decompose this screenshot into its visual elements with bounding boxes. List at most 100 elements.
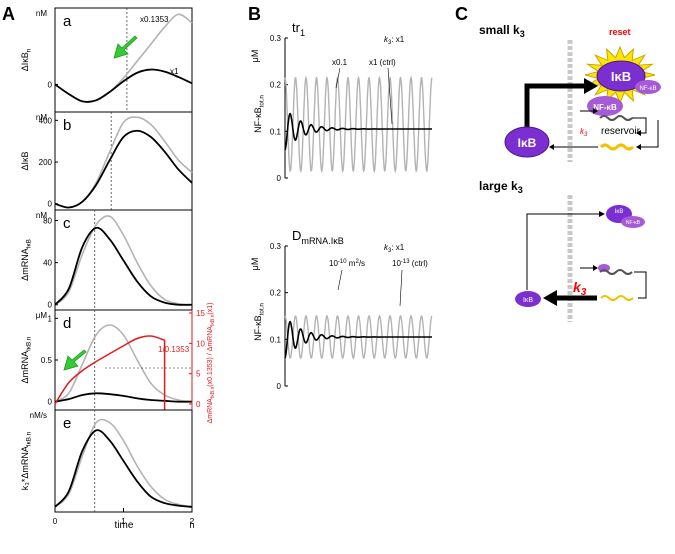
subplot-letter: b <box>63 117 71 134</box>
x-tick-label: 2 <box>190 517 195 526</box>
arrow-line <box>638 283 647 299</box>
series-line-x1 <box>54 392 193 403</box>
import-arrowhead <box>584 78 598 94</box>
annotation-ctrl: x1 <box>170 67 179 76</box>
y-tick-label: 0 <box>48 398 53 407</box>
series-line-x0.1 <box>284 75 433 174</box>
ikb-cytoplasm-label: IκB <box>518 136 537 150</box>
y-unit: nM <box>36 113 47 122</box>
y-tick-label: 0.5 <box>41 356 53 365</box>
y-tick-label: 80 <box>43 217 52 226</box>
series-line-10-10 m2/s <box>284 314 433 360</box>
arrow-line <box>634 271 647 283</box>
green-arrow-icon <box>63 349 87 371</box>
y-tick-label: 0.1 <box>270 127 282 136</box>
y-axis-label: ΔIκBn <box>20 48 33 71</box>
ikb-cytoplasm-oval <box>504 126 550 158</box>
y-unit: μM <box>250 50 260 63</box>
k3-large-label: k3 <box>573 279 587 298</box>
series-line-x0.1353 <box>54 215 193 306</box>
arrow-line <box>640 120 659 148</box>
import-arrow-thin <box>526 213 600 290</box>
k3-small-label: k3 <box>580 127 588 138</box>
dna-icon <box>599 115 633 121</box>
label-x0.1: x0.1 <box>332 58 348 67</box>
nfkb-oval-small <box>621 216 645 228</box>
arrowhead <box>593 265 598 271</box>
k3-label: k3: x1 <box>384 35 405 46</box>
series-line-x1 (ctrl) <box>284 112 432 151</box>
reservoir-label: reservoir <box>601 126 641 137</box>
subplot-frame <box>54 7 193 113</box>
series-line-x1 <box>54 226 193 306</box>
plot-title: DmRNA.IκB <box>292 228 344 246</box>
y-tick-label: 0 <box>48 200 53 209</box>
plot-title: tr1 <box>292 20 305 38</box>
y-tick-label: 0 <box>48 80 53 89</box>
y-axis-label: NF-κBtot.n <box>253 303 266 341</box>
y-unit: μM <box>250 258 260 271</box>
ikb-nucleus-oval <box>596 60 646 92</box>
series-line-x0.1353 <box>54 418 193 508</box>
arrowhead <box>599 211 605 217</box>
y-unit: nM/s <box>30 411 47 420</box>
panel-label-C: C <box>455 4 468 24</box>
y-tick-label: 0.3 <box>270 34 282 43</box>
dna-icon <box>599 269 633 275</box>
subplot-a: 0 nM ΔIκBn a x0.1353 x1 <box>20 7 193 113</box>
subplot-letter: a <box>63 13 72 30</box>
nfkb-label: NF-κB <box>593 103 617 112</box>
y-axis-label: NF-κBtot.n <box>253 95 266 133</box>
ratio-annotation: 1/0.1353 <box>158 345 190 354</box>
right-tick-label: 10 <box>196 339 205 348</box>
panel-label-B: B <box>248 4 261 24</box>
section-title-large: large k3 <box>479 179 523 195</box>
nfkb-label-small: NF-κB <box>626 220 641 226</box>
panel-label-A: A <box>2 4 15 24</box>
ikb-nucleus-label-small: IκB <box>615 209 624 215</box>
y-tick-label: 400 <box>39 116 53 125</box>
y-tick-label: 0.1 <box>270 335 282 344</box>
y-tick-label: 0 <box>277 174 282 183</box>
export-arrowhead <box>543 290 557 306</box>
ikb-cytoplasm-label-small: IκB <box>523 297 533 304</box>
arrowhead <box>636 130 641 136</box>
y-tick-label: 0 <box>48 301 53 310</box>
right-tick-label: 5 <box>196 370 201 379</box>
y-tick-label: 0.2 <box>270 81 282 90</box>
arrowhead <box>549 144 554 150</box>
y-tick-label: 200 <box>39 158 53 167</box>
series-line-x1 <box>54 129 193 209</box>
x-tick-label: 0 <box>53 517 58 526</box>
x-unit: h <box>189 520 194 530</box>
y-axis-label: ΔIκB <box>20 151 30 170</box>
y-axis-label: k₃*ΔmRNAIκB.n <box>20 431 33 490</box>
nfkb-bound-label: NF-κB <box>640 86 657 92</box>
k3-label: k3: x1 <box>384 243 405 254</box>
right-tick-label: 15 <box>196 309 205 318</box>
subplot-letter: c <box>63 215 71 232</box>
x-axis-label: time <box>115 520 134 531</box>
y-tick-label: 0.3 <box>270 242 282 251</box>
mrna-reservoir-icon <box>599 143 635 151</box>
arrowhead <box>593 108 598 114</box>
y-tick-label: 0.2 <box>270 289 282 298</box>
annotation-scaled: x0.1353 <box>140 15 169 24</box>
y-unit: nM <box>36 9 47 18</box>
pointer <box>399 269 403 307</box>
y-axis-label: ΔmRNAIκB <box>20 239 33 281</box>
mrna-icon <box>600 295 634 301</box>
section-title-small: small k3 <box>479 23 525 39</box>
import-arrow <box>524 83 585 128</box>
series-line-x0.1353 <box>54 13 193 103</box>
